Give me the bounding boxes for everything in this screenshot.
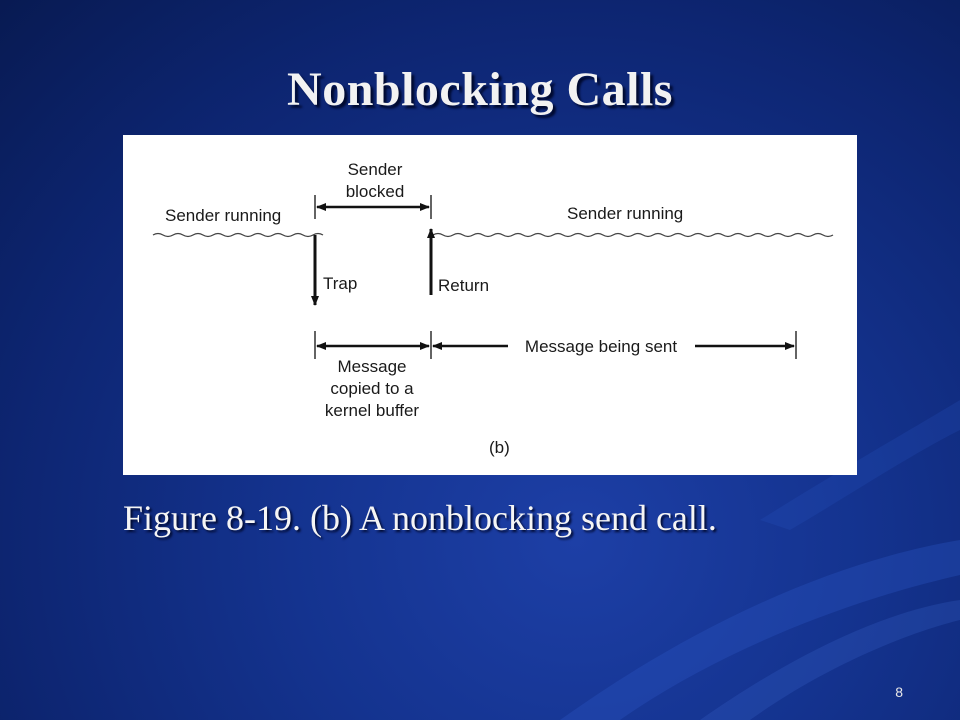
label-message-being-sent: Message being sent: [525, 337, 677, 356]
slide-title: Nonblocking Calls: [287, 63, 673, 116]
figure-caption: Figure 8-19. (b) A nonblocking send call…: [123, 498, 717, 538]
label-message-copied-2: copied to a: [330, 379, 414, 398]
label-trap: Trap: [323, 274, 357, 293]
label-message-copied-3: kernel buffer: [325, 401, 420, 420]
nonblocking-send-diagram: Sender blocked Sender running Sender run…: [152, 160, 834, 457]
label-panel-b: (b): [489, 438, 510, 457]
label-sender-blocked-2: blocked: [346, 182, 405, 201]
label-sender-running-right: Sender running: [567, 204, 683, 223]
sender-running-line-right: [432, 232, 834, 238]
sender-running-line-left: [152, 232, 324, 238]
label-message-copied-1: Message: [338, 357, 407, 376]
label-sender-running-left: Sender running: [165, 206, 281, 225]
label-sender-blocked-1: Sender: [348, 160, 403, 179]
page-number: 8: [895, 684, 903, 700]
diagram-figure: Sender blocked Sender running Sender run…: [123, 135, 857, 475]
label-return: Return: [438, 276, 489, 295]
